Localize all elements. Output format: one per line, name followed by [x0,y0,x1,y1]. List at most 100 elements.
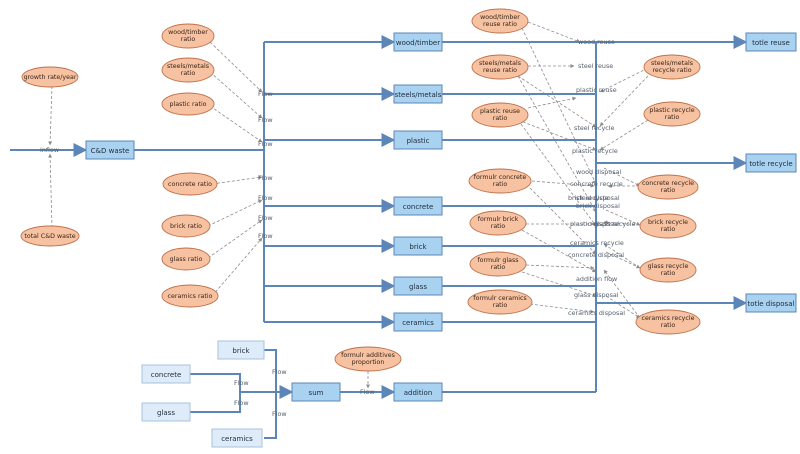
flow-label: concrete recycle [570,180,623,188]
flow-pipes [10,35,748,439]
svg-text:addition: addition [404,389,433,397]
stock-cd-waste[interactable]: C&D waste [85,140,135,160]
svg-text:ceramics: ceramics [221,435,253,443]
flow-label: Flow [258,174,273,182]
flow-label: glass disposal [574,291,619,299]
svg-text:brick ratio: brick ratio [170,223,202,230]
flow-label: concrete disposal [568,251,624,259]
flow-label: Flow [258,140,273,148]
stock-totle-reuse[interactable]: totle reuse [745,32,797,52]
stock-steels-metals[interactable]: steels/metals [393,84,443,104]
stock-plastic[interactable]: plastic [393,130,443,150]
flow-label: steel recycle [574,124,615,132]
flow-labels: inflow Flow Flow Flow Flow Flow Flow Flo… [40,38,635,418]
stock-ceramics[interactable]: ceramics [393,312,443,332]
svg-text:concrete: concrete [151,371,182,379]
aux-plastic-ratio[interactable]: plastic ratio [161,92,215,116]
flow-label: Flow [258,194,273,202]
svg-text:sum: sum [309,389,324,397]
ghost-stock-brick[interactable]: brick [217,340,265,360]
flow-label: steel disposal [576,194,620,202]
stock-totle-disposal[interactable]: totle disposal [745,293,797,313]
svg-text:totle disposal: totle disposal [748,300,795,308]
svg-text:growth rate/year: growth rate/year [24,74,77,81]
svg-text:wood/timber: wood/timber [396,39,440,47]
svg-text:ceramics: ceramics [402,319,434,327]
aux-glass-ratio[interactable]: glass ratio [161,247,211,271]
flow-label: Flow [272,410,287,418]
flow-label: Flow [272,368,287,376]
flow-label: plastic disposal [570,220,619,228]
ghost-stock-concrete[interactable]: concrete [141,364,191,384]
flow-label: ceramics disposal [568,309,625,317]
svg-text:total C&D waste: total C&D waste [24,233,75,240]
information-links [48,21,649,389]
flow-label: glass recycle [594,220,635,228]
svg-text:totle reuse: totle reuse [752,39,790,47]
flow-label: Flow [258,90,273,98]
flow-label: brick recycle [568,194,609,202]
ghost-stock-ceramics[interactable]: ceramics [211,428,263,448]
stock-brick[interactable]: brick [393,236,443,256]
aux-total-cd-waste[interactable]: total C&D waste [20,225,80,247]
svg-text:concrete ratio: concrete ratio [168,181,212,188]
stock-totle-recycle[interactable]: totle recycle [745,153,797,173]
flow-label: Flow [234,399,249,407]
aux-growth-rate[interactable]: growth rate/year [21,66,79,88]
ghost-stock-glass[interactable]: glass [141,402,191,422]
flow-label: inflow [40,146,59,154]
svg-text:brick: brick [409,243,427,251]
auxiliaries: growth rate/year total C&D waste wood/ti… [20,8,701,372]
flow-label: Flow [360,388,375,396]
svg-text:brick: brick [232,347,250,355]
flow-label: wood disposal [576,168,622,176]
aux-concrete-ratio[interactable]: concrete ratio [162,172,218,196]
stock-addition[interactable]: addition [393,382,443,402]
stock-concrete[interactable]: concrete [393,196,443,216]
svg-text:concrete: concrete [403,203,434,211]
svg-text:ceramics ratio: ceramics ratio [168,293,213,300]
flow-label: Flow [258,116,273,124]
stocks: C&D waste wood/timber steels/metals plas… [85,32,797,448]
stock-wood-timber[interactable]: wood/timber [393,32,443,52]
svg-text:glass: glass [157,409,175,417]
flow-label: ceramics recycle [570,239,624,247]
aux-brick-ratio[interactable]: brick ratio [161,214,211,238]
stock-glass[interactable]: glass [393,276,443,296]
flow-label: brick disposal [576,202,620,210]
aux-ceramics-ratio[interactable]: ceramics ratio [161,284,219,308]
svg-text:steels/metals: steels/metals [395,91,442,99]
stock-sum[interactable]: sum [291,382,341,402]
flow-label: Flow [234,379,249,387]
flow-label: plastic recycle [572,147,618,155]
